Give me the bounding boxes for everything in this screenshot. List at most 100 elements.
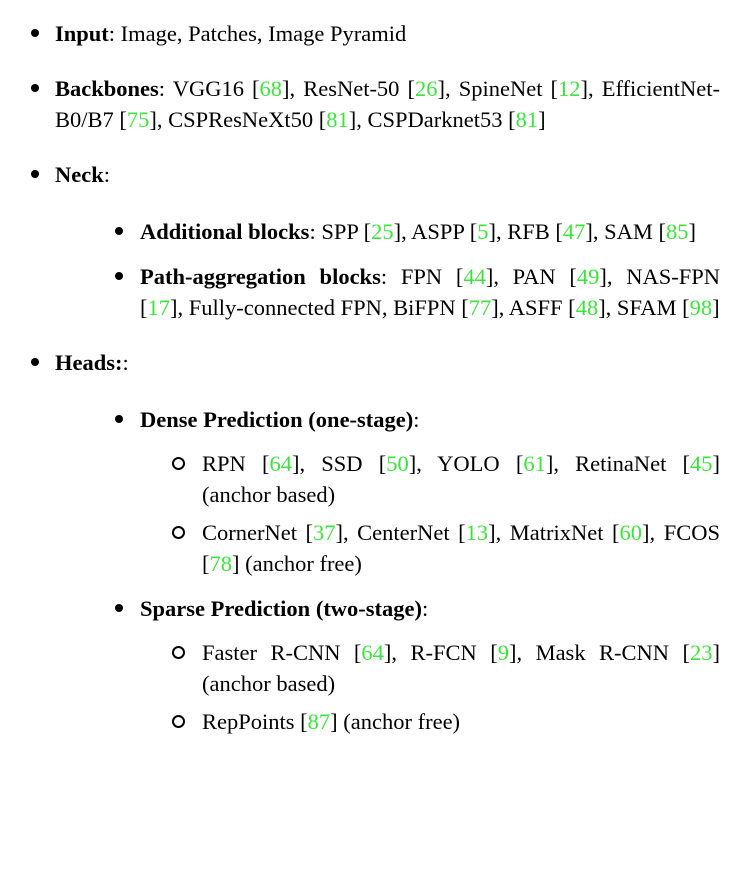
item-text: Backbones: VGG16 [68], ResNet-50 [26], S…	[55, 76, 720, 132]
citation-ref[interactable]: 49	[576, 264, 600, 289]
item-text: Heads::	[55, 350, 129, 375]
citation-ref[interactable]: 37	[313, 520, 336, 545]
list-item: Path-aggregation blocks: FPN [44], PAN […	[0, 261, 720, 323]
text-segment: :	[103, 162, 111, 187]
text-segment: : VGG16 [	[158, 76, 260, 101]
text-segment: ] (anchor free)	[330, 709, 461, 734]
bold-text-segment: Path-aggregation blocks	[140, 264, 381, 289]
disc-bullet-icon	[31, 170, 39, 178]
text-segment: : Image, Patches, Image Pyramid	[108, 21, 407, 46]
citation-ref[interactable]: 81	[515, 107, 539, 132]
text-segment: ], MatrixNet [	[488, 520, 620, 545]
citation-ref[interactable]: 50	[386, 451, 409, 476]
disc-bullet-icon	[115, 415, 123, 423]
text-segment: :	[422, 596, 429, 621]
item-text: Faster R-CNN [64], R-FCN [9], Mask R-CNN…	[202, 640, 720, 696]
text-segment: ]	[688, 219, 697, 244]
list-item: Faster R-CNN [64], R-FCN [9], Mask R-CNN…	[0, 637, 720, 699]
text-segment: ], SAM [	[585, 219, 666, 244]
text-segment: ], CSPResNeXt50 [	[149, 107, 327, 132]
citation-ref[interactable]: 9	[497, 640, 509, 665]
circle-bullet-icon	[172, 526, 185, 539]
citation-ref[interactable]: 12	[558, 76, 581, 101]
item-text: RPN [64], SSD [50], YOLO [61], RetinaNet…	[202, 451, 720, 507]
citation-ref[interactable]: 81	[326, 107, 349, 132]
text-segment: ], RFB [	[488, 219, 563, 244]
circle-bullet-icon	[172, 646, 185, 659]
citation-ref[interactable]: 85	[666, 219, 689, 244]
list-item: Backbones: VGG16 [68], ResNet-50 [26], S…	[0, 73, 720, 135]
disc-bullet-icon	[115, 272, 123, 280]
disc-bullet-icon	[31, 358, 39, 366]
citation-ref[interactable]: 77	[468, 295, 492, 320]
citation-ref[interactable]: 17	[147, 295, 171, 320]
list-item: RPN [64], SSD [50], YOLO [61], RetinaNet…	[0, 448, 720, 510]
citation-ref[interactable]: 87	[307, 709, 331, 734]
item-text: Sparse Prediction (two-stage):	[140, 596, 428, 621]
citation-ref[interactable]: 60	[619, 520, 643, 545]
citation-ref[interactable]: 5	[477, 219, 489, 244]
text-segment: ], ASPP [	[393, 219, 478, 244]
text-segment: ], ResNet-50 [	[282, 76, 416, 101]
citation-ref[interactable]: 47	[562, 219, 586, 244]
citation-ref[interactable]: 26	[415, 76, 438, 101]
disc-bullet-icon	[115, 604, 123, 612]
text-segment: ], EfficientNet-B0/B7 [	[55, 76, 720, 132]
disc-bullet-icon	[115, 227, 123, 235]
list-item: Dense Prediction (one-stage):	[0, 404, 720, 435]
list-item: Neck:	[0, 159, 720, 190]
text-segment: ], ASFF [	[491, 295, 576, 320]
bold-text-segment: Additional blocks	[140, 219, 310, 244]
citation-ref[interactable]: 64	[269, 451, 292, 476]
item-text: Neck:	[55, 162, 110, 187]
text-segment: ] (anchor free)	[232, 551, 362, 576]
item-text: Input: Image, Patches, Image Pyramid	[55, 21, 406, 46]
item-text: Dense Prediction (one-stage):	[140, 407, 420, 432]
text-segment: ], CSPDarknet53 [	[348, 107, 516, 132]
circle-bullet-icon	[172, 715, 185, 728]
citation-ref[interactable]: 78	[209, 551, 233, 576]
citation-ref[interactable]: 68	[259, 76, 283, 101]
bold-text-segment: Input	[55, 21, 109, 46]
text-segment: ] (anchor based)	[202, 640, 720, 696]
text-segment: Faster R-CNN [	[202, 640, 362, 665]
bold-text-segment: Neck	[55, 162, 104, 187]
bold-text-segment: Heads:	[55, 350, 123, 375]
citation-ref[interactable]: 23	[690, 640, 713, 665]
citation-ref[interactable]: 44	[463, 264, 486, 289]
text-segment: : SPP [	[309, 219, 372, 244]
text-segment: ], YOLO [	[408, 451, 524, 476]
text-segment: ], RetinaNet [	[545, 451, 691, 476]
text-segment: :	[413, 407, 420, 432]
circle-bullet-icon	[172, 457, 185, 470]
list-item: RepPoints [87] (anchor free)	[0, 706, 720, 737]
citation-ref[interactable]: 45	[690, 451, 713, 476]
text-segment: CornerNet [	[202, 520, 313, 545]
disc-bullet-icon	[31, 84, 39, 92]
citation-ref[interactable]: 25	[371, 219, 394, 244]
citation-ref[interactable]: 64	[361, 640, 384, 665]
list-item: Heads::	[0, 347, 720, 378]
bold-text-segment: Sparse Prediction (two-stage)	[140, 596, 423, 621]
citation-ref[interactable]: 75	[126, 107, 150, 132]
text-segment: ], Fully-connected FPN, BiFPN [	[170, 295, 469, 320]
text-segment: ], FCOS [	[202, 520, 720, 576]
text-segment: ], R-FCN [	[383, 640, 498, 665]
item-text: CornerNet [37], CenterNet [13], MatrixNe…	[202, 520, 720, 576]
text-segment: ], CenterNet [	[335, 520, 466, 545]
citation-ref[interactable]: 98	[689, 295, 713, 320]
text-segment: RPN [	[202, 451, 270, 476]
citation-ref[interactable]: 13	[465, 520, 489, 545]
text-segment: ] (anchor based)	[202, 451, 721, 507]
text-segment: ], Mask R-CNN [	[508, 640, 690, 665]
list-item: Additional blocks: SPP [25], ASPP [5], R…	[0, 216, 720, 247]
citation-ref[interactable]: 48	[575, 295, 599, 320]
disc-bullet-icon	[31, 29, 39, 37]
item-text: Additional blocks: SPP [25], ASPP [5], R…	[140, 219, 696, 244]
text-segment: ], PAN [	[485, 264, 577, 289]
list-item: Input: Image, Patches, Image Pyramid	[0, 18, 720, 49]
text-segment: : FPN [	[380, 264, 464, 289]
text-segment: ], SpineNet [	[437, 76, 559, 101]
citation-ref[interactable]: 61	[523, 451, 546, 476]
